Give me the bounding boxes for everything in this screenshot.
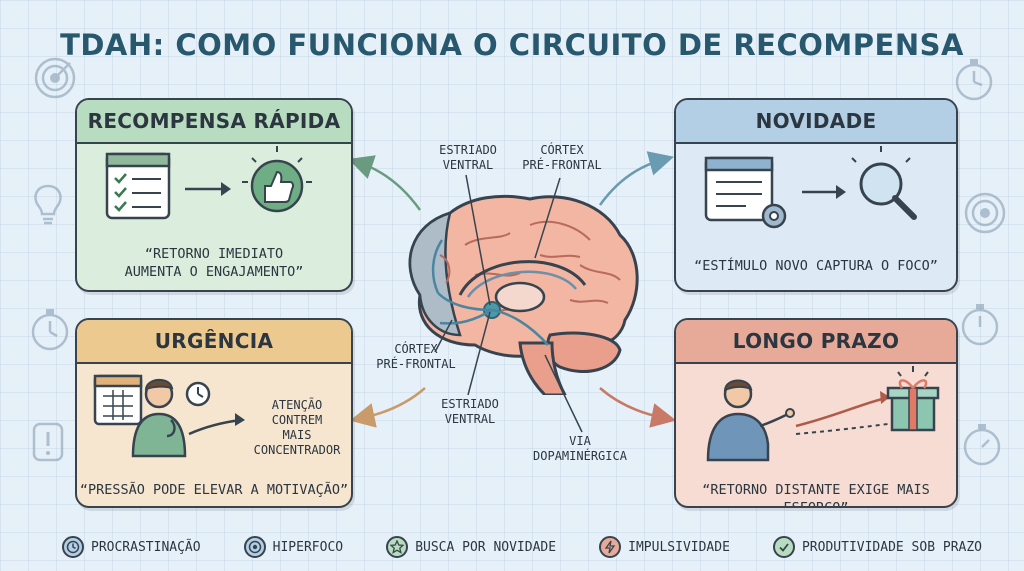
lightning-icon [599, 536, 622, 558]
arrow-to-novidade [598, 151, 675, 206]
card-novidade: NOVIDADE “ESTÍMULO NOVO CAPTURA O FOC [674, 98, 958, 292]
checklist-icon [105, 152, 171, 220]
card-illustration [105, 146, 312, 220]
card-title: NOVIDADE [676, 100, 956, 144]
legend-item-produtividade: PRODUTIVIDADE SOB PRAZO [772, 536, 982, 558]
label-cortex-top: CÓRTEX PRÉ-FRONTAL [522, 143, 602, 172]
dopamine-pathway [437, 292, 549, 346]
card-title: RECOMPENSA RÁPIDA [77, 100, 351, 144]
brainstem [518, 341, 567, 395]
brain-illustration [408, 194, 639, 395]
target-icon [34, 57, 76, 99]
card-quote: “RETORNO DISTANTE EXIGE MAIS ESFORÇO” [702, 482, 930, 508]
gear-icon [761, 203, 787, 229]
card-longo-prazo: LONGO PRAZO “RETORNO DISTANTE EXIGE MAIS… [674, 318, 958, 508]
card-illustration [704, 146, 917, 229]
label-via-dopaminergica: VIA DOPAMINÉRGICA [533, 434, 627, 463]
target-icon [243, 536, 266, 558]
arrow-to-urgencia [349, 387, 426, 428]
card-title: URGÊNCIA [77, 320, 351, 364]
page-title: TDAH: COMO FUNCIONA O CIRCUITO DE RECOMP… [60, 28, 964, 62]
legend: PROCRASTINAÇÃO HIPERFOCO BUSCA POR NOVID… [62, 534, 982, 560]
stopwatch-icon [31, 309, 69, 351]
arrow-to-rapida [348, 155, 422, 211]
clock-icon [185, 381, 211, 407]
legend-item-impulsividade: IMPULSIVIDADE [599, 536, 730, 558]
card-quote: “RETORNO IMEDIATO AUMENTA O ENGAJAMENTO” [124, 246, 304, 280]
gift-icon [886, 366, 940, 432]
stopwatch-icon [961, 304, 999, 346]
card-illustration [93, 374, 245, 458]
legend-item-procrastinacao: PROCRASTINAÇÃO [62, 536, 201, 558]
person-pointing [706, 379, 795, 462]
check-icon [772, 536, 795, 558]
card-quote: “PRESSÃO PODE ELEVAR A MOTIVAÇÃO” [79, 482, 349, 498]
calendar-icon [704, 156, 774, 222]
label-cortex-left: CÓRTEX PRÉ-FRONTAL [376, 342, 456, 371]
stopwatch-icon [963, 424, 1001, 466]
calendar-icon [93, 374, 143, 426]
card-quote: “ESTÍMULO NOVO CAPTURA O FOCO” [694, 258, 938, 274]
corpus-callosum [458, 260, 587, 296]
prefrontal-region [408, 211, 462, 337]
urgencia-text: ATENÇÃO CONTREM MAIS CONCENTRADOR [253, 398, 341, 457]
thalamus [494, 281, 546, 313]
card-title: LONGO PRAZO [676, 320, 956, 364]
thumbs-up-icon [242, 146, 312, 213]
label-estriado-top: ESTRIADO VENTRAL [439, 143, 497, 172]
warning-icon [32, 422, 64, 462]
magnifier-icon [851, 146, 917, 220]
card-recompensa-rapida: RECOMPENSA RÁPIDA “RETORNO IMEDIATO AUME… [75, 98, 353, 292]
target-icon [964, 192, 1006, 234]
arrow-to-longo [599, 387, 677, 428]
card-illustration [706, 366, 940, 462]
clock-icon [62, 536, 84, 558]
card-urgencia: URGÊNCIA ATENÇÃO CONTREM [75, 318, 353, 508]
brain-cerebrum [408, 194, 639, 358]
arrow-icon [795, 396, 887, 428]
star-icon [386, 536, 409, 558]
stopwatch-icon [955, 59, 993, 101]
label-estriado-bottom: ESTRIADO VENTRAL [441, 397, 499, 426]
legend-item-busca-novidade: BUSCA POR NOVIDADE [386, 536, 556, 558]
lightbulb-icon [34, 184, 62, 225]
person-thinking [131, 378, 187, 458]
arrow-icon [188, 418, 242, 436]
legend-item-hiperfoco: HIPERFOCO [243, 536, 343, 558]
